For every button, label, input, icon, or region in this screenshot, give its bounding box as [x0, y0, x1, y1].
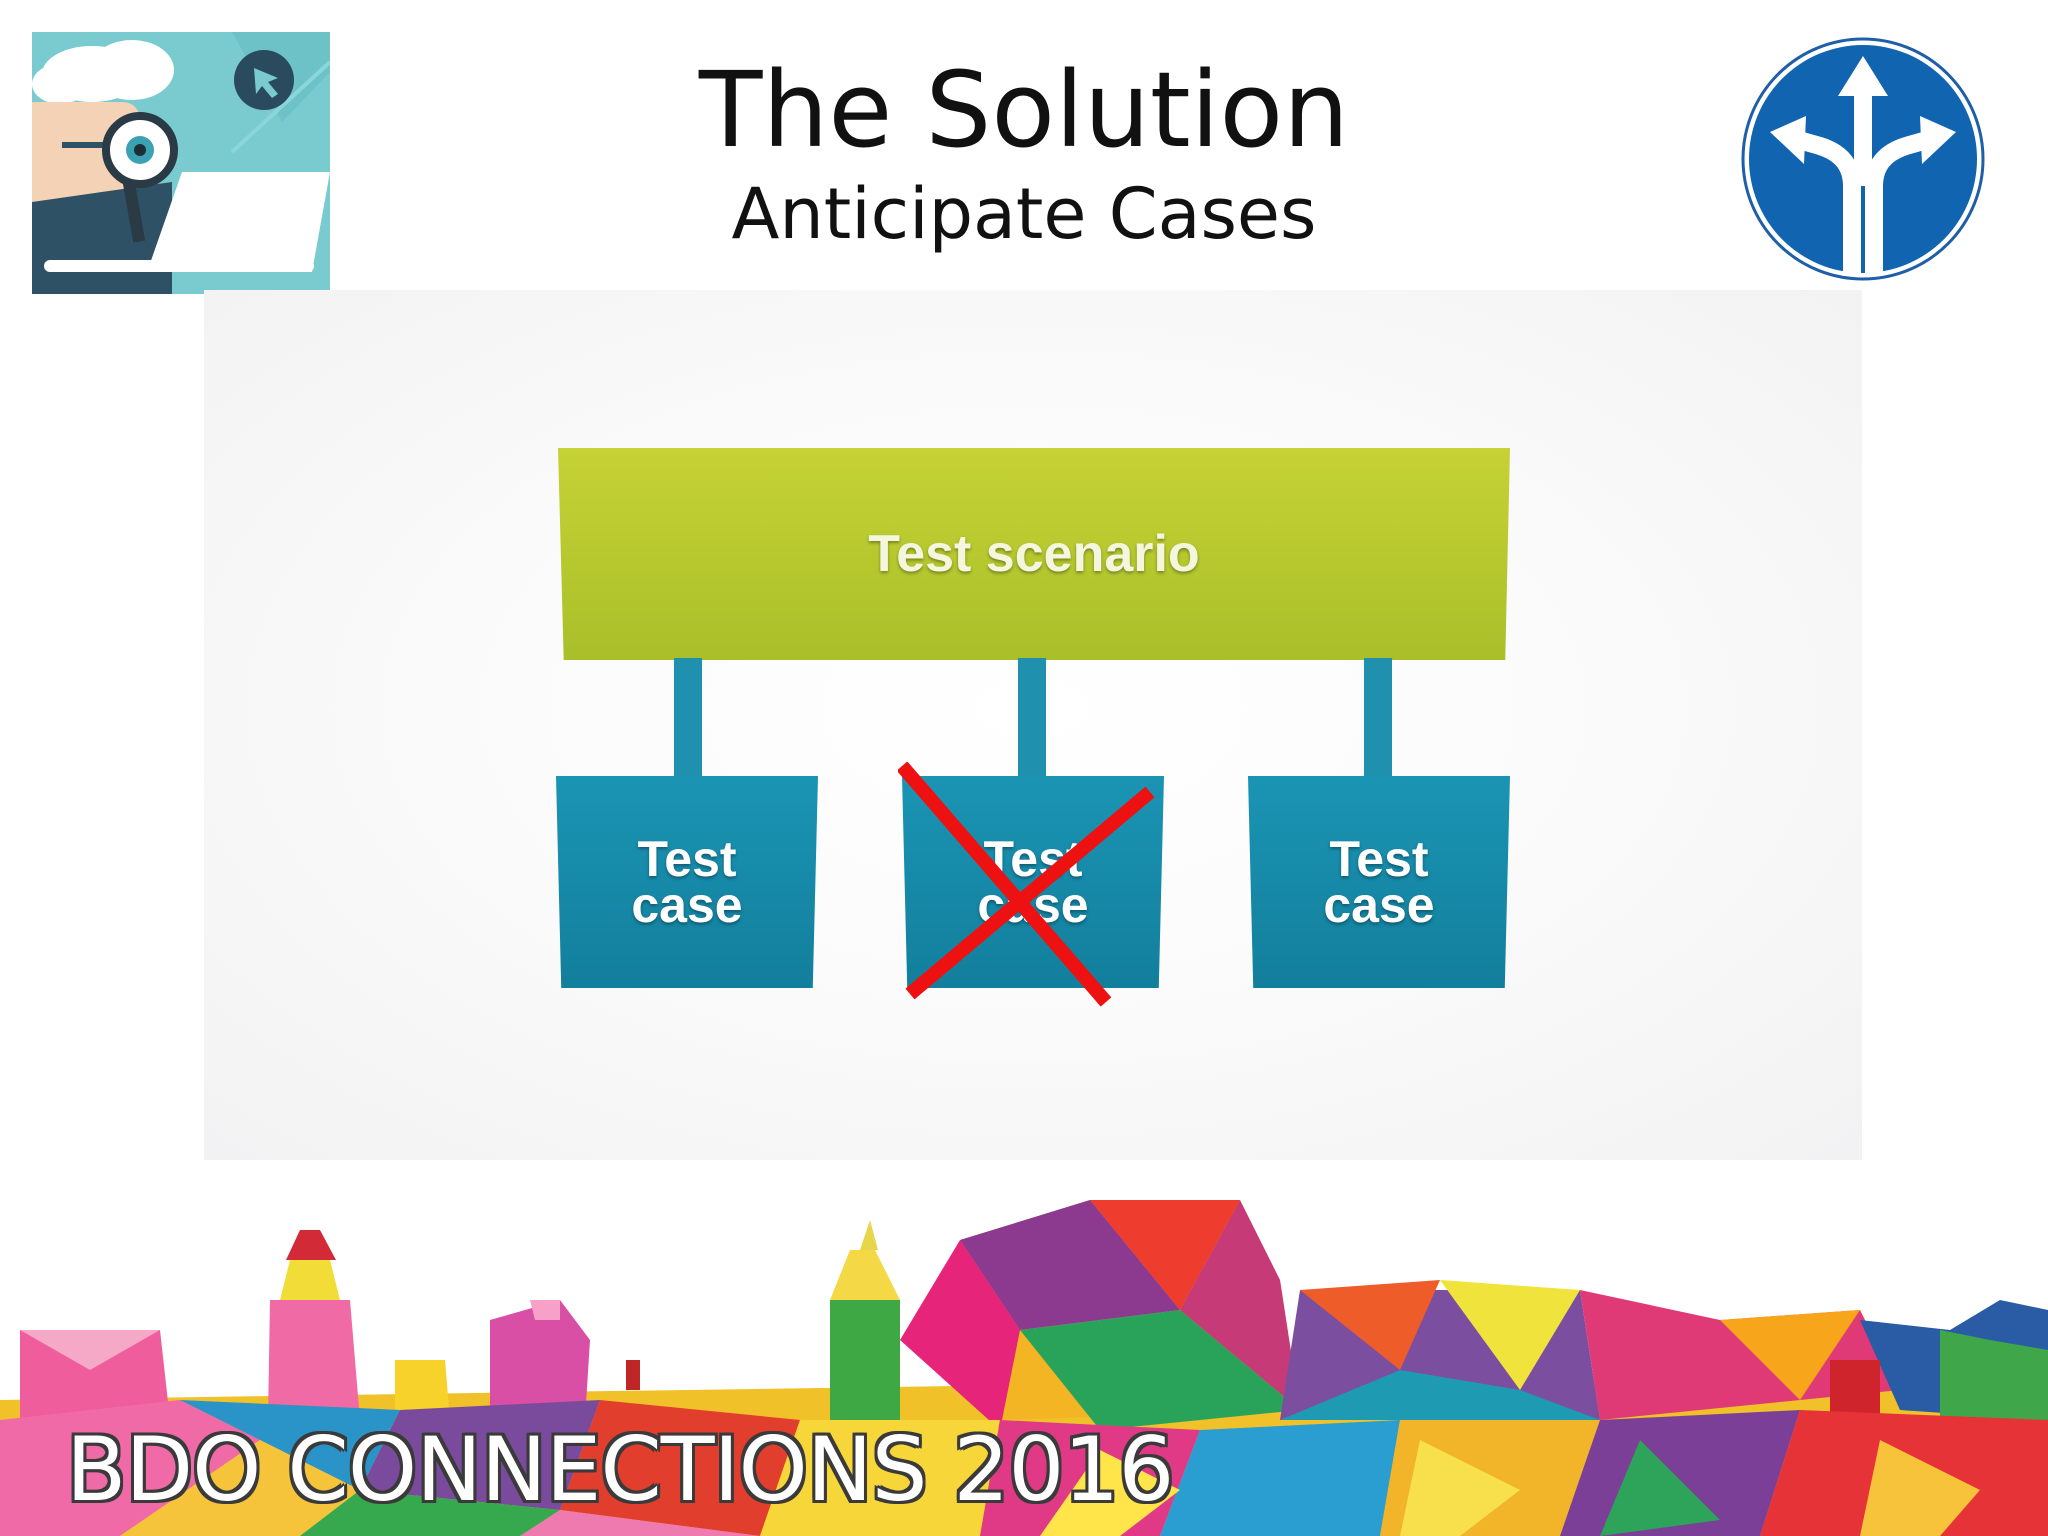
inspector-magnifier-icon — [32, 32, 330, 294]
branching-direction-sign-icon — [1741, 37, 1985, 281]
test-case-label: Test case — [1323, 831, 1435, 933]
test-scenario-box: Test scenario — [558, 448, 1510, 660]
test-case-label: Test case — [631, 831, 743, 933]
test-scenario-label: Test scenario — [868, 525, 1200, 583]
test-case-box: Test case — [1248, 776, 1510, 988]
event-banner-text: BDO CONNECTIONS 2016 — [66, 1418, 1174, 1521]
connector-line — [1018, 658, 1046, 778]
connector-line — [674, 658, 702, 778]
test-case-box: Test case — [556, 776, 818, 988]
slide-title: The Solution — [698, 49, 1350, 171]
slide-subtitle: Anticipate Cases — [731, 173, 1317, 255]
red-x-cross-icon — [898, 762, 1155, 1007]
colorful-skyline-illustration — [0, 1200, 2048, 1536]
connector-line — [1364, 658, 1392, 778]
